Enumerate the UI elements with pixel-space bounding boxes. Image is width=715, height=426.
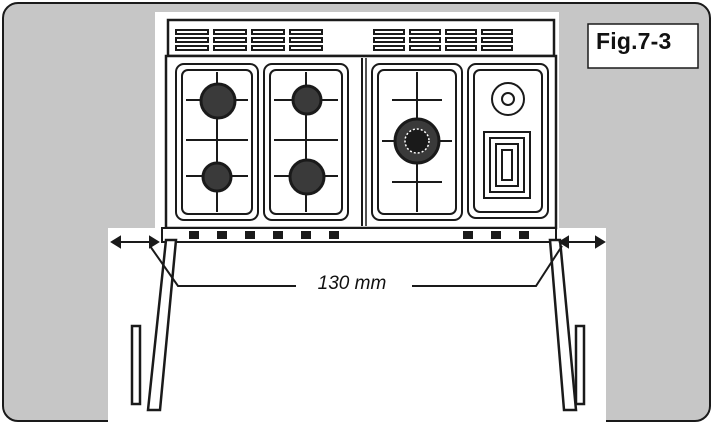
burner-rear-left: [199, 82, 237, 120]
electric-hotplate: [467, 63, 549, 219]
right-door: [548, 238, 586, 412]
figure-label: Fig.7-3: [596, 28, 672, 54]
control-strip: [161, 227, 557, 243]
burner-rear-center: [291, 84, 323, 116]
burner-front-center: [288, 158, 326, 196]
left-door: [130, 238, 178, 412]
burner-front-left: [201, 161, 233, 193]
right-vents: [373, 29, 513, 51]
fig-label-box: [587, 23, 699, 69]
dimension-label: 130 mm: [317, 273, 387, 294]
right-dimension-arrow: [558, 235, 606, 249]
left-dimension-arrow: [110, 235, 160, 249]
left-vents: [175, 29, 323, 51]
back-panel: [166, 18, 556, 58]
lower-white-area: [108, 228, 606, 424]
dimension-leader-lines: [149, 245, 563, 287]
